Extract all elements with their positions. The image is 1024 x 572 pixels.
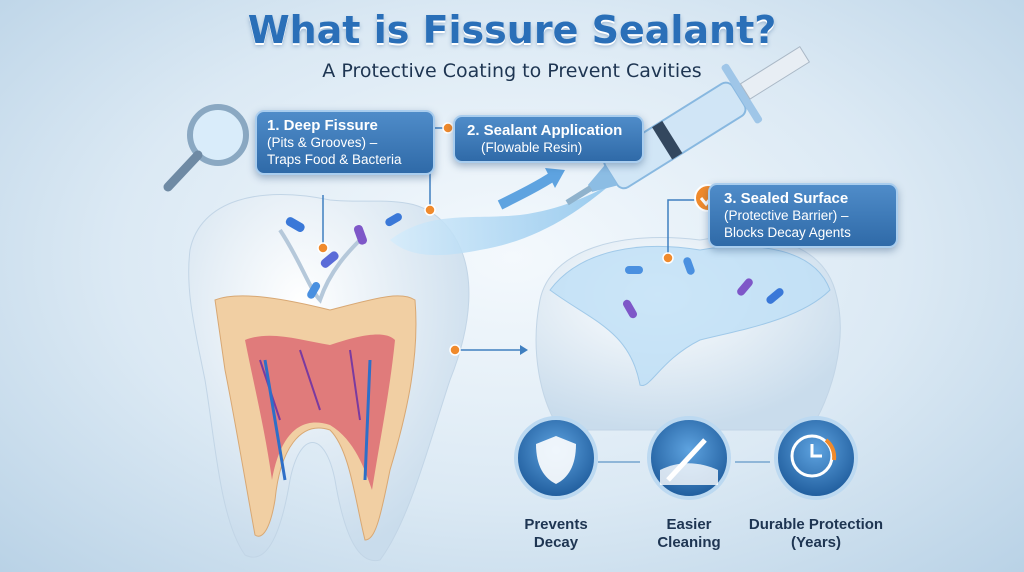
syringe — [565, 46, 811, 206]
callout-sealed-surface: 3. Sealed Surface (Protective Barrier) –… — [708, 183, 898, 248]
tooth-cross-section — [188, 194, 470, 562]
clock-tooth-icon — [774, 416, 858, 500]
callout-heading: 3. Sealed Surface — [724, 190, 849, 207]
benefit-label: Easier — [666, 516, 712, 533]
benefit-label: Prevents — [524, 516, 588, 533]
magnifying-glass-icon — [163, 104, 249, 192]
sealed-tooth — [535, 236, 841, 431]
callout-line: (Flowable Resin) — [481, 140, 583, 155]
callout-line: (Pits & Grooves) – — [267, 135, 378, 150]
page-title: What is Fissure Sealant? — [247, 8, 777, 52]
toothbrush-icon — [647, 416, 731, 500]
sealant-flow — [390, 185, 610, 256]
callout-line: Traps Food & Bacteria — [267, 152, 402, 167]
benefit-label: Durable Protection — [748, 516, 884, 533]
callout-line: (Protective Barrier) – — [724, 208, 849, 223]
callout-deep-fissure: 1. Deep Fissure (Pits & Grooves) – Traps… — [255, 110, 435, 175]
benefit-label: Cleaning — [657, 534, 721, 551]
benefit-label: (Years) — [790, 534, 842, 551]
callout-line: Blocks Decay Agents — [724, 225, 851, 240]
callout-heading: 1. Deep Fissure — [267, 117, 378, 134]
callout-sealant-application: 2. Sealant Application (Flowable Resin) — [453, 115, 644, 163]
arrow-icon — [497, 170, 558, 210]
benefit-icons — [514, 416, 858, 500]
benefit-prevents-decay: Prevents Decay — [476, 516, 636, 552]
callout-heading: 2. Sealant Application — [467, 122, 623, 139]
shield-tooth-icon — [514, 416, 598, 500]
benefit-durable-protection: Durable Protection (Years) — [736, 516, 896, 552]
benefit-easier-cleaning: Easier Cleaning — [609, 516, 769, 552]
page-subtitle: A Protective Coating to Prevent Cavities — [322, 60, 702, 82]
benefit-label: Decay — [533, 534, 579, 551]
